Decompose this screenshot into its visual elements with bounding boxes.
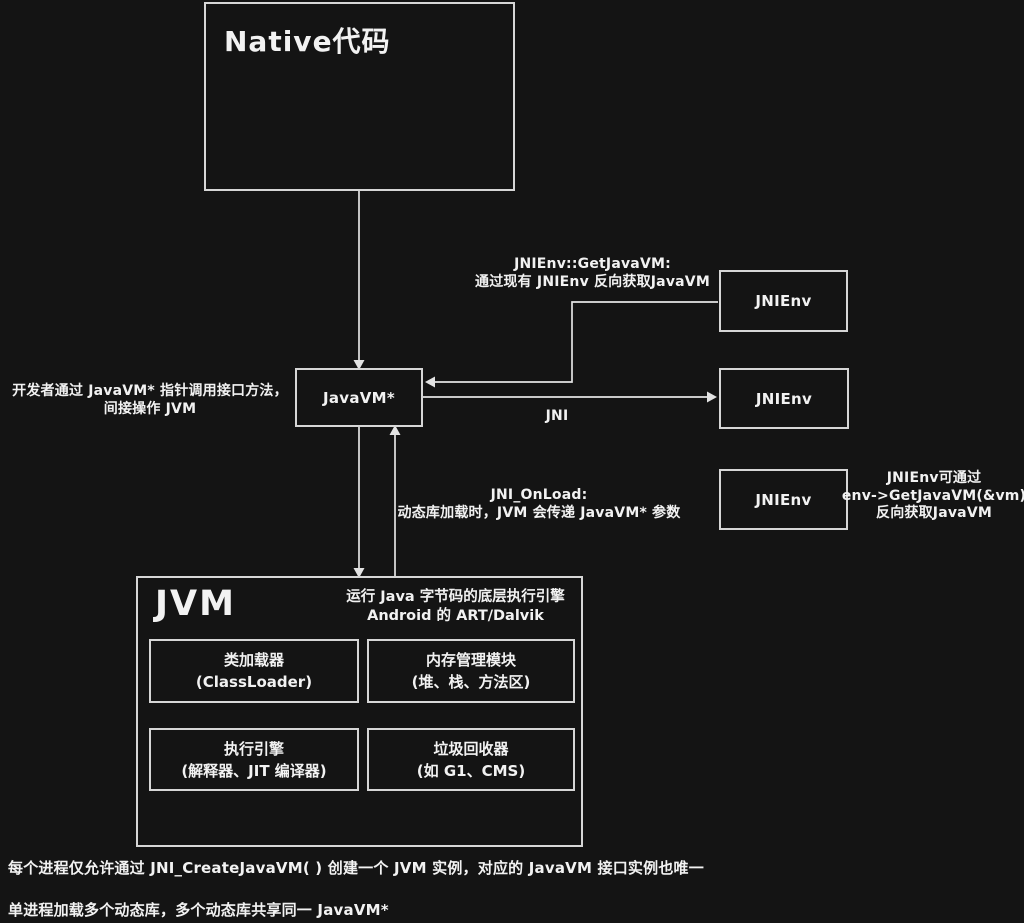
jvm-subtitle: 运行 Java 字节码的底层执行引擎 Android 的 ART/Dalvik xyxy=(333,588,578,626)
module-gc-box: 垃圾回收器 (如 G1、CMS) xyxy=(367,728,575,791)
module-execution-engine-line1: 执行引擎 xyxy=(223,739,284,758)
note-developer-line2: 间接操作 JVM xyxy=(103,400,197,417)
note-env-getjavavm: JNIEnv可通过 env->GetJavaVM(&vm) 反向获取JavaVM xyxy=(833,470,1024,523)
note-env-getjavavm-line2: env->GetJavaVM(&vm) xyxy=(841,487,1024,504)
module-classloader-box: 类加载器 (ClassLoader) xyxy=(149,639,359,703)
jvm-box: JVM 运行 Java 字节码的底层执行引擎 Android 的 ART/Dal… xyxy=(136,576,583,847)
note-getjavavm: JNIEnv::GetJavaVM: 通过现有 JNIEnv 反向获取JavaV… xyxy=(420,256,765,291)
native-code-box: Native代码 xyxy=(204,2,515,191)
javavm-label: JavaVM* xyxy=(322,388,396,407)
native-code-label: Native代码 xyxy=(224,25,391,58)
note-getjavavm-line2: 通过现有 JNIEnv 反向获取JavaVM xyxy=(475,273,710,290)
jvm-subtitle-line2: Android 的 ART/Dalvik xyxy=(367,608,544,624)
jnienv-mid-label: JNIEnv xyxy=(755,389,813,408)
note-developer: 开发者通过 JavaVM* 指针调用接口方法， 间接操作 JVM xyxy=(5,383,295,418)
module-execution-engine-box: 执行引擎 (解释器、JIT 编译器) xyxy=(149,728,359,791)
note-developer-line1: 开发者通过 JavaVM* 指针调用接口方法， xyxy=(12,383,288,399)
jnienv-top-label: JNIEnv xyxy=(755,292,812,310)
note-onload-line1: JNI_OnLoad: xyxy=(490,487,588,503)
module-gc-line2: (如 G1、CMS) xyxy=(416,761,526,780)
module-memory-line2: (堆、栈、方法区) xyxy=(411,673,531,691)
jvm-title: JVM xyxy=(155,584,236,624)
note-env-getjavavm-line1: JNIEnv可通过 xyxy=(886,470,982,486)
footnote-shared-javavm: 单进程加载多个动态库，多个动态库共享同一 JavaVM* xyxy=(8,901,389,919)
module-classloader-line2: (ClassLoader) xyxy=(195,673,313,691)
module-classloader-line1: 类加载器 xyxy=(223,651,284,669)
note-env-getjavavm-line3: 反向获取JavaVM xyxy=(876,505,992,521)
module-memory-line1: 内存管理模块 xyxy=(425,651,516,669)
footnote-create-javavm: 每个进程仅允许通过 JNI_CreateJavaVM( ) 创建一个 JVM 实… xyxy=(8,859,704,877)
jvm-subtitle-line1: 运行 Java 字节码的底层执行引擎 xyxy=(346,589,565,605)
module-memory-box: 内存管理模块 (堆、栈、方法区) xyxy=(367,639,575,703)
note-onload: JNI_OnLoad: 动态库加载时，JVM 会传递 JavaVM* 参数 xyxy=(389,487,689,522)
jnienv-top-box: JNIEnv xyxy=(719,270,848,332)
module-gc-line1: 垃圾回收器 xyxy=(433,739,509,758)
module-execution-engine-line2: (解释器、JIT 编译器) xyxy=(181,761,327,780)
jni-edge-label: JNI xyxy=(545,408,569,424)
jnienv-bottom-label: JNIEnv xyxy=(755,490,812,509)
jnienv-mid-box: JNIEnv xyxy=(719,368,849,429)
javavm-box: JavaVM* xyxy=(295,368,423,427)
note-getjavavm-line1: JNIEnv::GetJavaVM: xyxy=(514,256,671,272)
arrow-jnienv-top-to-javavm xyxy=(425,301,718,388)
note-onload-line2: 动态库加载时，JVM 会传递 JavaVM* 参数 xyxy=(397,504,681,521)
jnienv-bottom-box: JNIEnv xyxy=(719,469,848,530)
